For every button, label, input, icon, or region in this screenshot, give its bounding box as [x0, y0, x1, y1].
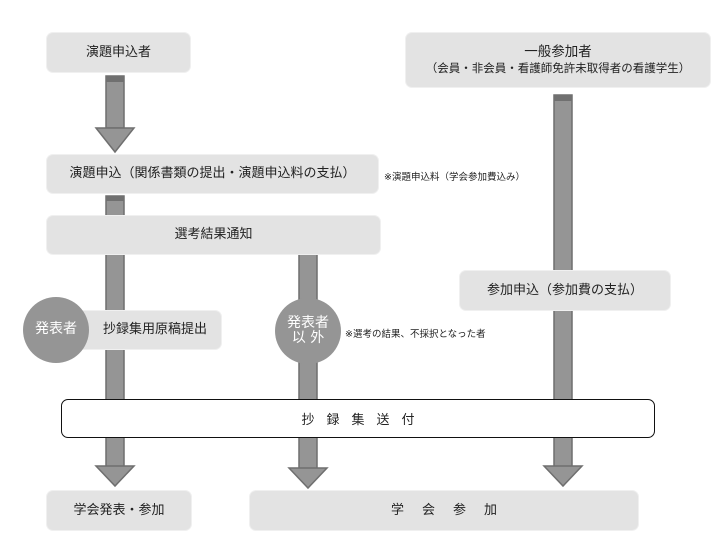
- node-manuscript-submission-label: 抄録集用原稿提出: [102, 322, 207, 338]
- arrow-middle-column: [287, 253, 329, 490]
- note-rejected: ※選考の結果、不採択となった者: [345, 329, 486, 340]
- note-fee: ※演題申込料（学会参加費込み）: [384, 172, 525, 183]
- badge-non-presenter: 発表者 以 外: [275, 298, 341, 364]
- node-selection-result-label: 選考結果通知: [174, 227, 253, 243]
- arrow-applicant-to-application: [94, 75, 136, 154]
- node-present-and-participate: 学会発表・参加: [47, 491, 191, 530]
- node-conference-participation-label: 学会参加: [390, 502, 515, 518]
- badge-presenter: 発表者: [23, 297, 89, 363]
- node-abstract-application-label: 演題申込（関係書類の提出・演題申込料の支払）: [69, 166, 356, 182]
- node-abstract-application: 演題申込（関係書類の提出・演題申込料の支払）: [47, 155, 378, 193]
- node-presenter-applicant: 演題申込者: [47, 33, 190, 72]
- node-abstract-book-delivery-label: 抄録集送付: [301, 413, 427, 428]
- node-participation-application: 参加申込（参加費の支払）: [460, 271, 670, 310]
- node-general-participant: 一般参加者 （会員・非会員・看護師免許未取得者の看護学生）: [406, 33, 710, 87]
- node-present-and-participate-label: 学会発表・参加: [73, 502, 165, 518]
- badge-presenter-label: 発表者: [35, 321, 77, 338]
- node-general-participant-title: 一般参加者: [524, 44, 592, 61]
- node-participation-application-label: 参加申込（参加費の支払）: [486, 282, 643, 298]
- badge-non-presenter-line2: 以 外: [291, 330, 325, 346]
- node-presenter-applicant-label: 演題申込者: [85, 44, 151, 60]
- node-manuscript-submission: 抄録集用原稿提出: [70, 311, 221, 349]
- node-conference-participation: 学会参加: [250, 491, 638, 530]
- node-selection-result: 選考結果通知: [47, 216, 380, 254]
- arrow-left-column: [94, 195, 136, 488]
- badge-non-presenter-line1: 発表者: [287, 314, 329, 331]
- node-abstract-book-delivery: 抄録集送付: [61, 399, 655, 438]
- node-general-participant-subtitle: （会員・非会員・看護師免許未取得者の看護学生）: [425, 61, 691, 76]
